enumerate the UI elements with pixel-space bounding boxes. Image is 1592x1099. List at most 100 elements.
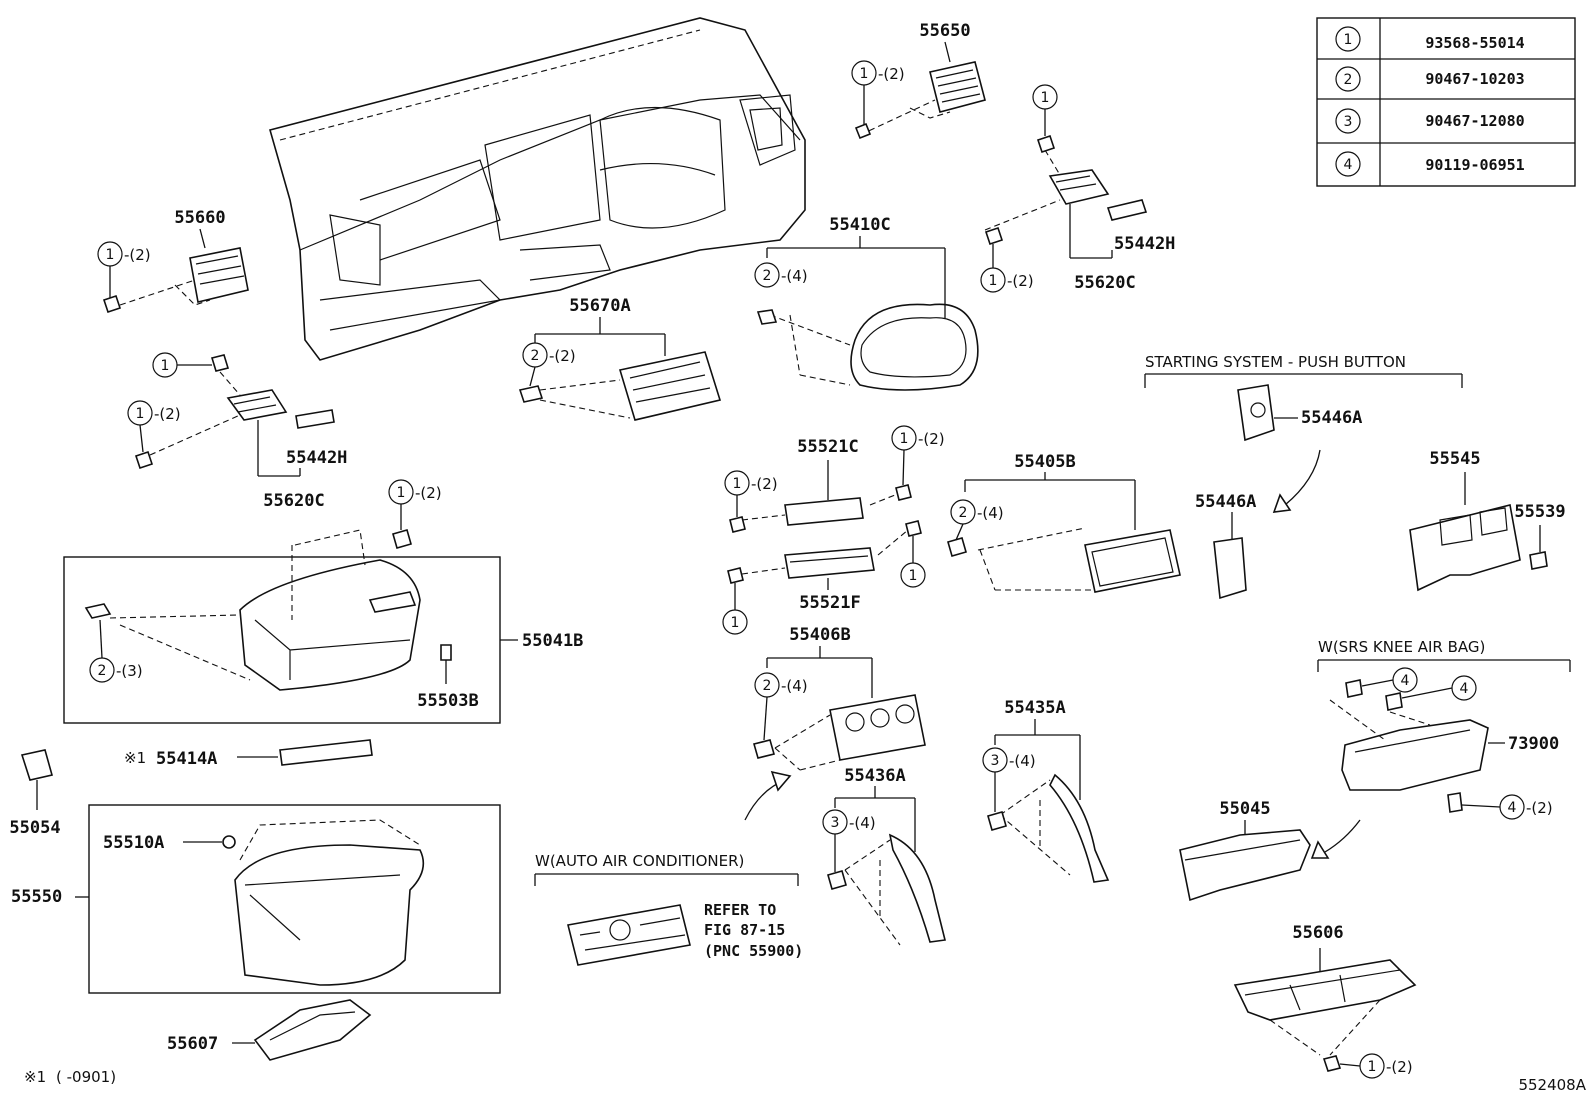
callout-2-405b: 2 -(4) xyxy=(950,499,1004,541)
svg-text:1: 1 xyxy=(731,615,740,631)
starting-system-group: STARTING SYSTEM - PUSH BUTTON 55446A 554… xyxy=(1144,353,1463,600)
svg-text:※1: ※1 xyxy=(24,1068,46,1086)
control-panel-55406b: 55406B xyxy=(753,625,926,771)
callout-1-55660: 1 -(2) xyxy=(97,241,151,314)
callout-2-410c: 2 -(4) xyxy=(754,262,808,288)
instrument-panel-drawing xyxy=(269,17,806,361)
svg-text:1: 1 xyxy=(136,406,145,422)
svg-text:1: 1 xyxy=(900,431,909,447)
part-number-55620c-left: 55620C xyxy=(263,491,324,511)
table-row: 4 90119-06951 xyxy=(1335,151,1525,177)
fastener-table: 1 93568-55014 2 90467-10203 3 90467-1208… xyxy=(1316,17,1576,187)
part-number-55670a: 55670A xyxy=(569,296,630,316)
svg-text:4: 4 xyxy=(1460,681,1469,697)
part-55607: 55607 xyxy=(167,999,372,1061)
svg-text:3: 3 xyxy=(1344,114,1353,130)
svg-text:1: 1 xyxy=(1041,90,1050,106)
part-number-55435a: 55435A xyxy=(1004,698,1065,718)
part-number-55446a-top: 55446A xyxy=(1301,408,1362,428)
starting-system-label: STARTING SYSTEM - PUSH BUTTON xyxy=(1145,353,1406,371)
part-number-55442h-right: 55442H xyxy=(1114,234,1175,254)
callout-1-521f-left: 1 xyxy=(722,583,748,635)
svg-text:2: 2 xyxy=(763,678,772,694)
bracket-55620c-left: 55442H 55620C xyxy=(149,371,347,511)
callout-1-041-top: 1 -(2) xyxy=(388,479,442,549)
center-register-55670a: 55670A xyxy=(518,296,722,421)
table-part-number: 90467-10203 xyxy=(1425,70,1524,88)
srs-knee-airbag-group: W(SRS KNEE AIR BAG) 73900 xyxy=(1310,638,1571,859)
svg-text:4: 4 xyxy=(1401,673,1410,689)
part-number-55521c: 55521C xyxy=(797,437,858,457)
part-number-55510a: 55510A xyxy=(103,833,164,853)
svg-text:2: 2 xyxy=(531,348,540,364)
callout-4-739-c: 4 -(2) xyxy=(1461,794,1553,820)
svg-text:1: 1 xyxy=(397,485,406,501)
callout-3-436a: 3 -(4) xyxy=(822,809,876,872)
svg-text:1: 1 xyxy=(909,568,918,584)
svg-text:2: 2 xyxy=(98,663,107,679)
svg-text:1: 1 xyxy=(1368,1059,1377,1075)
part-number-55442h-left: 55442H xyxy=(286,448,347,468)
svg-text:-(4): -(4) xyxy=(1009,752,1036,770)
part-number-55650: 55650 xyxy=(919,21,970,41)
svg-text:1: 1 xyxy=(161,358,170,374)
part-number-55545: 55545 xyxy=(1429,449,1480,469)
part-55054: 55054 xyxy=(9,749,61,838)
part-number-55041b: 55041B xyxy=(522,631,583,651)
part-number-55607: 55607 xyxy=(167,1034,218,1054)
svg-text:-(2): -(2) xyxy=(415,484,442,502)
callout-1-521c-right: 1 -(2) xyxy=(891,425,945,486)
svg-text:1: 1 xyxy=(1344,32,1353,48)
svg-text:-(4): -(4) xyxy=(849,814,876,832)
svg-text:-(4): -(4) xyxy=(977,504,1004,522)
figure-code: 552408A xyxy=(1518,1076,1586,1094)
svg-text:3: 3 xyxy=(831,815,840,831)
part-number-55660: 55660 xyxy=(174,208,225,228)
callout-1-620r-top: 1 xyxy=(1032,84,1058,154)
footnote: ※1 ( -0901) xyxy=(24,1068,116,1086)
callout-1-620l-bottom: 1 -(2) xyxy=(127,400,181,470)
table-row: 1 93568-55014 xyxy=(1335,26,1525,52)
svg-text:2: 2 xyxy=(1344,72,1353,88)
svg-text:-(2): -(2) xyxy=(878,65,905,83)
display-55405b: 55405B xyxy=(947,452,1181,593)
svg-text:-(2): -(2) xyxy=(549,347,576,365)
callout-1-620r-bottom: 1 -(2) xyxy=(980,226,1034,293)
part-number-55620c-right: 55620C xyxy=(1074,273,1135,293)
callout-1-606: 1 -(2) xyxy=(1339,1053,1413,1079)
svg-text:1: 1 xyxy=(860,66,869,82)
part-number-55054: 55054 xyxy=(9,818,60,838)
switch-55521f: 55521F xyxy=(727,520,922,613)
refer-note-line2: FIG 87-15 xyxy=(704,921,785,939)
table-part-number: 90119-06951 xyxy=(1425,156,1524,174)
callout-1-620l-top: 1 xyxy=(152,352,230,378)
table-part-number: 90467-12080 xyxy=(1425,112,1524,130)
svg-text:3: 3 xyxy=(991,753,1000,769)
auto-ac-label: W(AUTO AIR CONDITIONER) xyxy=(535,852,744,870)
svg-text:1: 1 xyxy=(733,476,742,492)
part-number-55410c: 55410C xyxy=(829,215,890,235)
part-number-55446a-bottom: 55446A xyxy=(1195,492,1256,512)
svg-text:4: 4 xyxy=(1344,157,1353,173)
svg-text:( -0901): ( -0901) xyxy=(56,1068,116,1086)
svg-text:-(2): -(2) xyxy=(1386,1058,1413,1076)
svg-text:2: 2 xyxy=(959,505,968,521)
part-number-55550: 55550 xyxy=(11,887,62,907)
svg-text:-(4): -(4) xyxy=(781,267,808,285)
assembly-55041b: 55041B 55503B xyxy=(63,529,583,724)
svg-text:-(2): -(2) xyxy=(1526,799,1553,817)
vent-55650: 55650 xyxy=(859,21,986,136)
part-number-55539: 55539 xyxy=(1514,502,1565,522)
part-number-73900: 73900 xyxy=(1508,734,1559,754)
svg-text:4: 4 xyxy=(1508,800,1517,816)
part-number-55414a: 55414A xyxy=(156,749,217,769)
marker-note-1: ※1 xyxy=(124,749,146,767)
part-number-55405b: 55405B xyxy=(1014,452,1075,472)
callout-1-521f-right: 1 xyxy=(900,536,926,588)
auto-ac-group: W(AUTO AIR CONDITIONER) REFER TO FIG 87-… xyxy=(534,770,803,966)
trim-55435a: 55435A xyxy=(987,698,1110,883)
part-number-55606: 55606 xyxy=(1292,923,1343,943)
svg-text:1: 1 xyxy=(106,247,115,263)
callout-1-55650: 1 -(2) xyxy=(851,60,905,140)
table-part-number: 93568-55014 xyxy=(1425,34,1524,52)
